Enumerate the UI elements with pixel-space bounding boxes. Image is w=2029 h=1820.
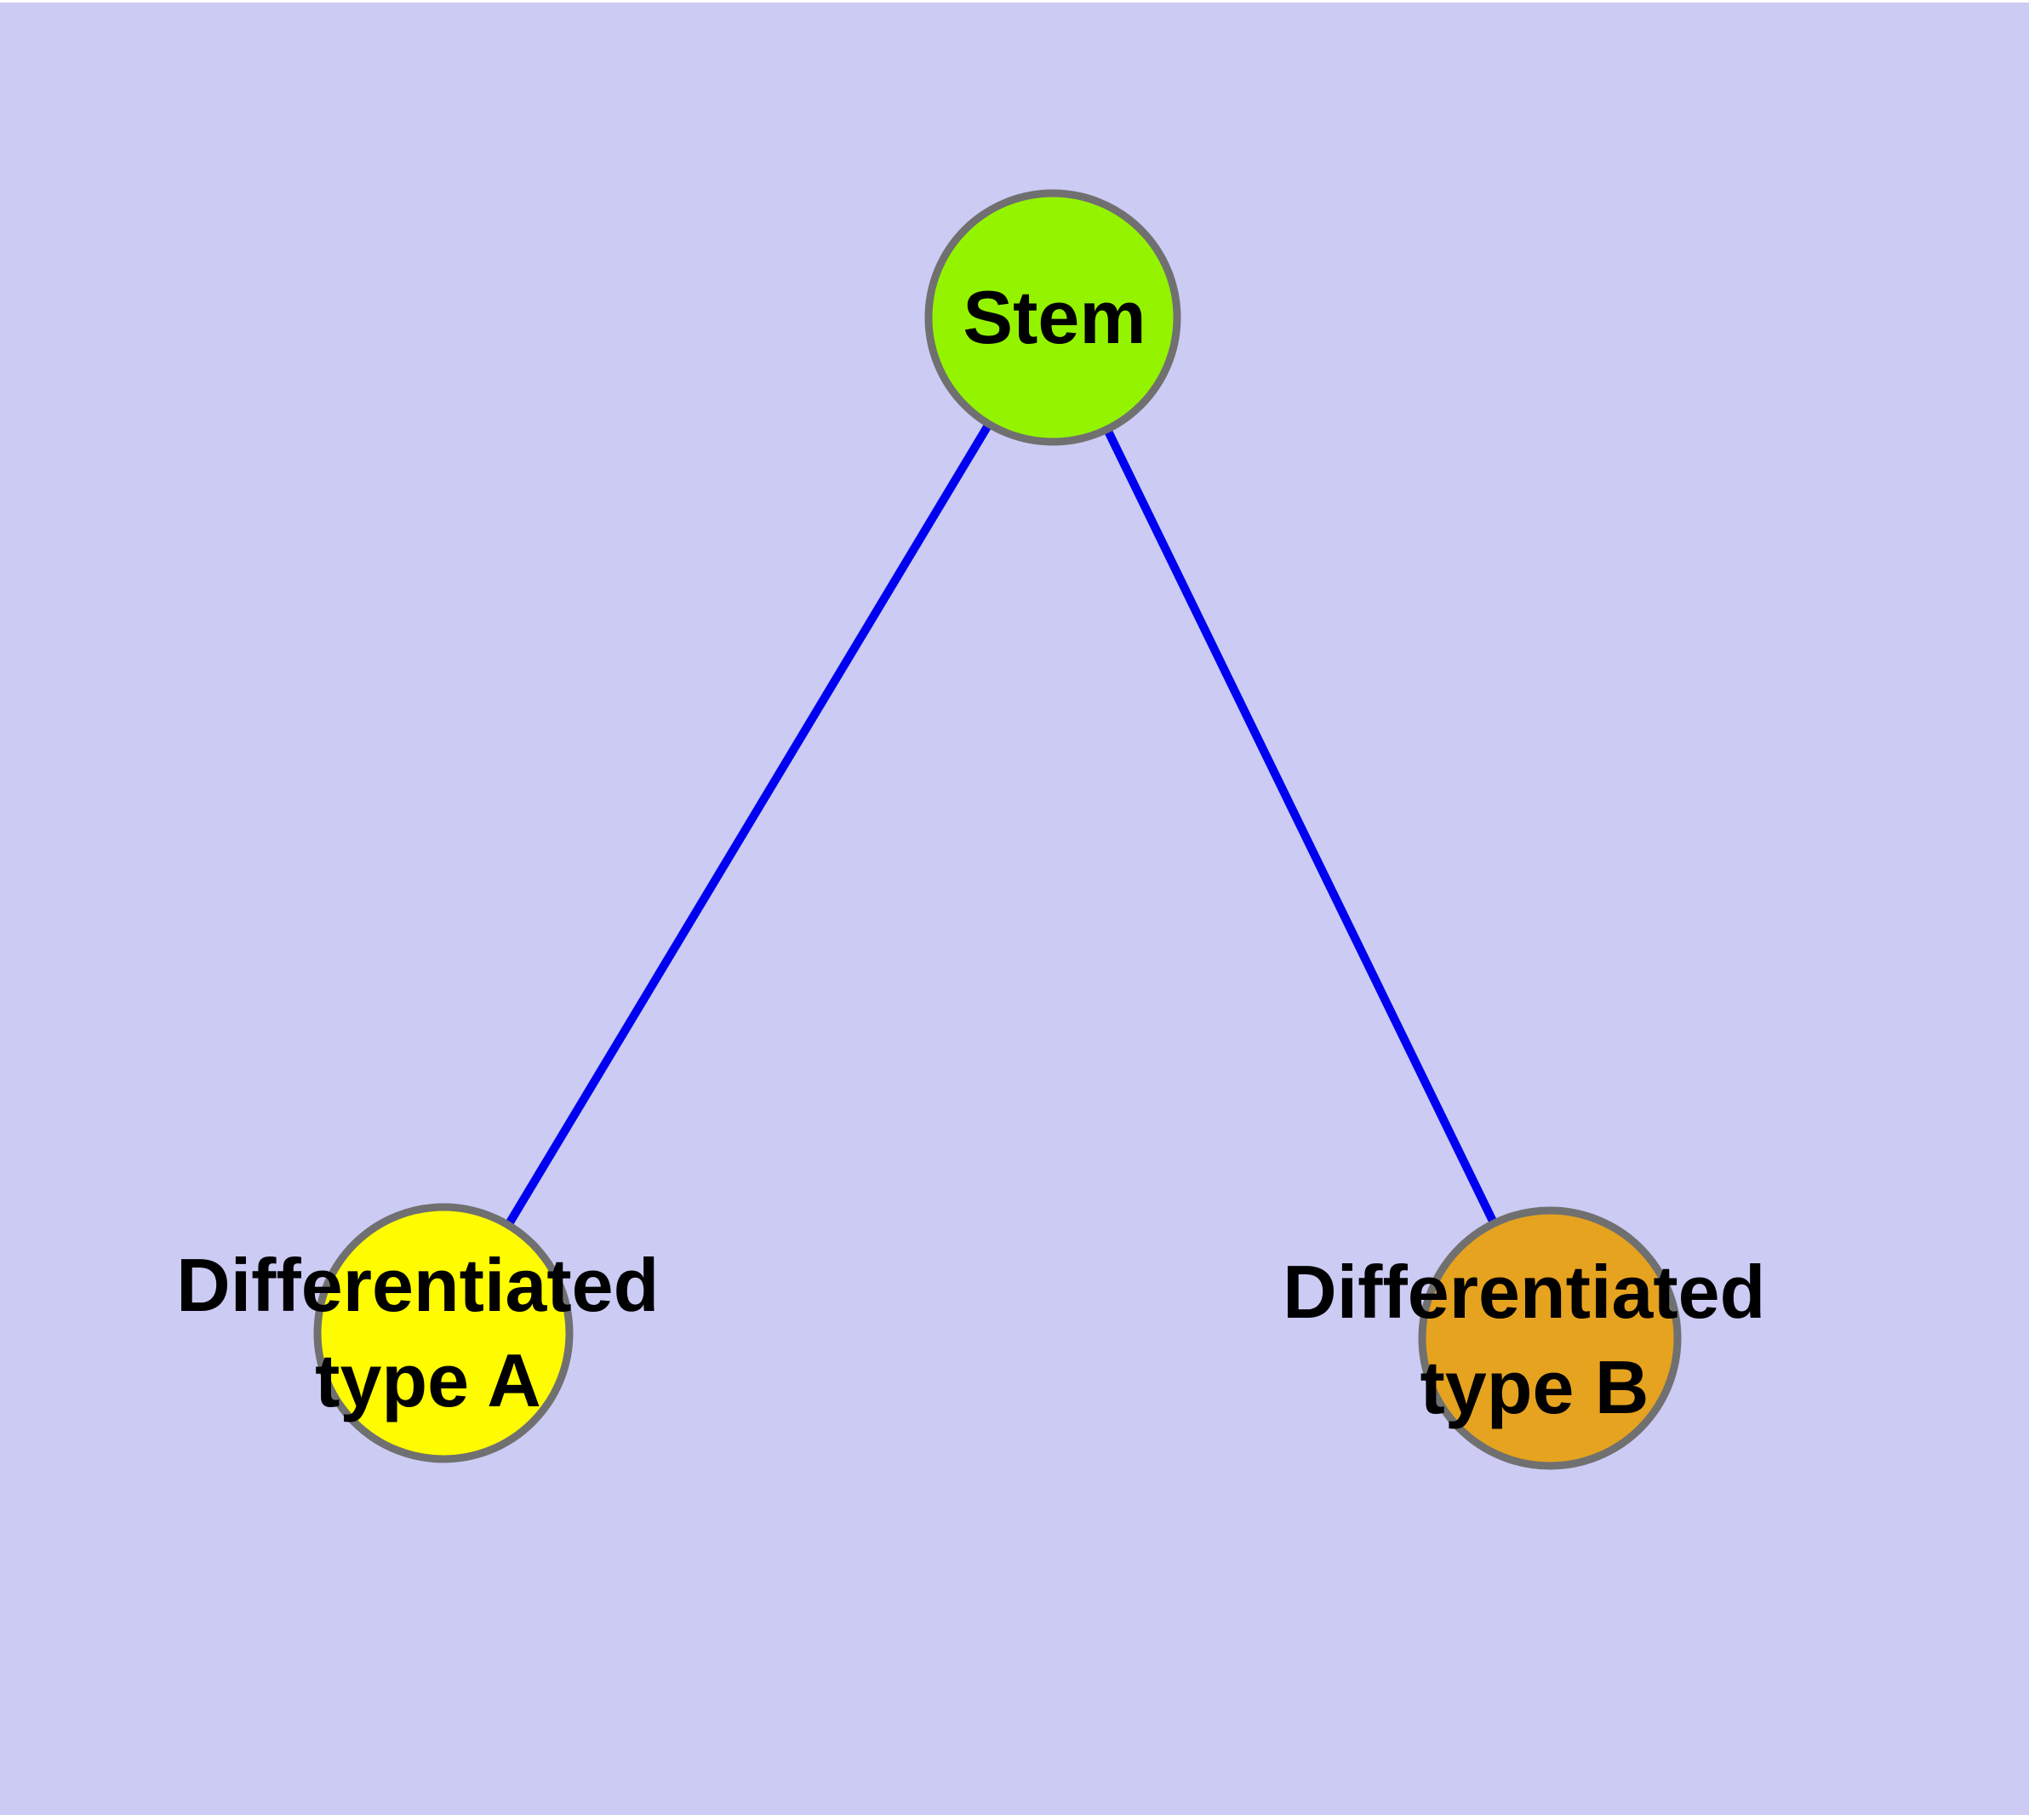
label-stem: Stem <box>963 275 1146 359</box>
label-type-b-line-1: Differentiated <box>1283 1250 1765 1334</box>
edge-stem-to-type-a <box>439 315 1057 1336</box>
node-differentiated-type-b <box>1418 1206 1682 1470</box>
label-type-a-line-1: Differentiated <box>176 1243 659 1327</box>
node-differentiated-type-a <box>313 1203 574 1463</box>
label-differentiated-type-a: Differentiated type A <box>176 1243 680 1422</box>
edge-stem-to-type-b <box>1049 315 1554 1341</box>
edges-group <box>439 315 1554 1341</box>
node-stem <box>924 189 1181 446</box>
nodes-group <box>313 189 1682 1470</box>
label-type-b-line-2: type B <box>1420 1345 1649 1429</box>
label-differentiated-type-b: Differentiated type B <box>1283 1250 1786 1429</box>
label-type-a-line-2: type A <box>315 1338 541 1422</box>
labels-group: Stem Differentiated type A Differentiate… <box>176 275 1786 1429</box>
